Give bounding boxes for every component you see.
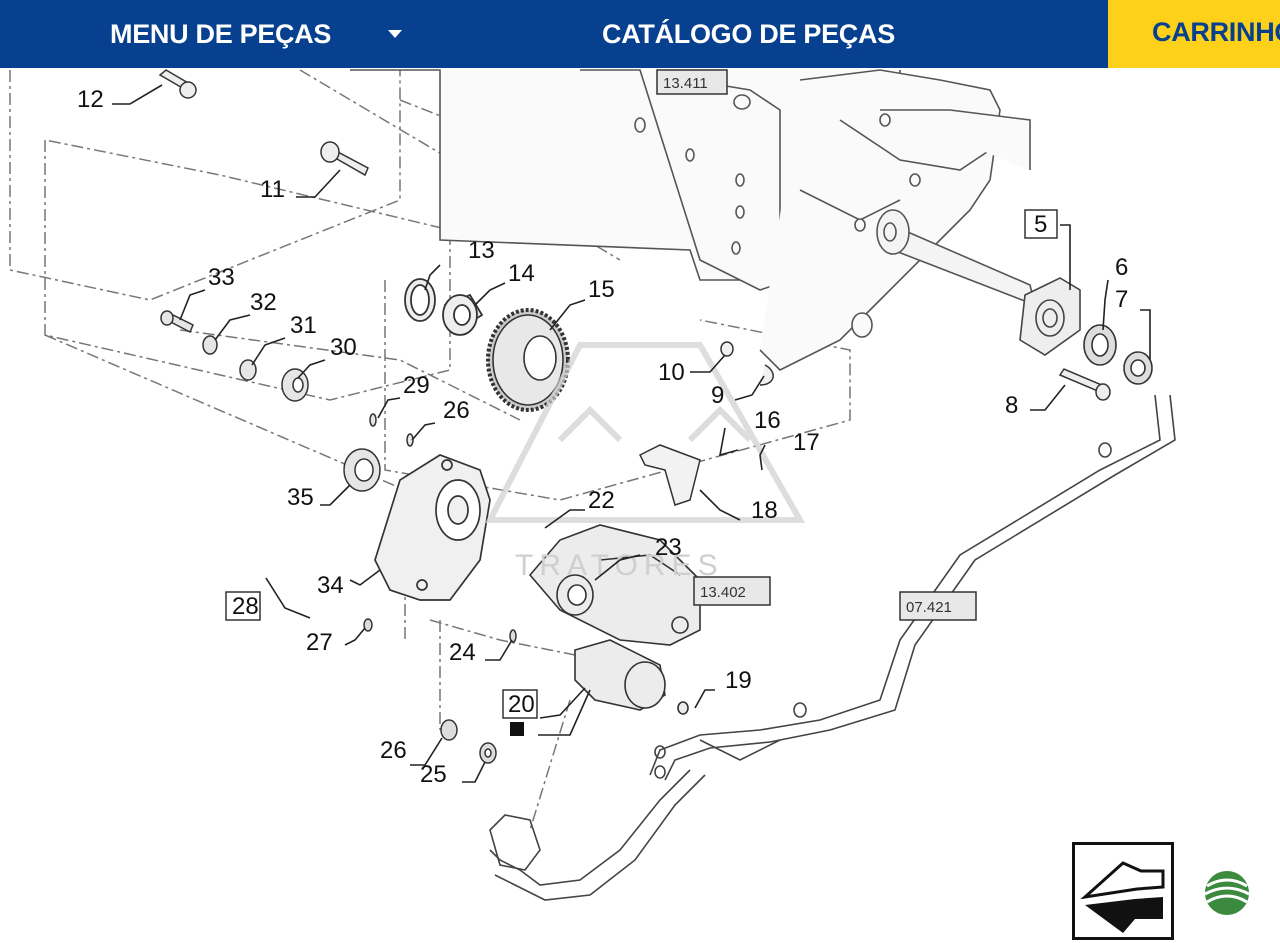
back-arrow-icon	[1080, 861, 1165, 933]
small-bolts	[158, 69, 369, 177]
part-number[interactable]: 15	[588, 276, 615, 303]
part-number[interactable]: 31	[290, 312, 317, 339]
part-number[interactable]: 25	[420, 761, 447, 788]
part-number[interactable]: 13	[468, 237, 495, 264]
part-number[interactable]: 26	[443, 397, 470, 424]
cart-button[interactable]: CARRINHO	[1108, 0, 1280, 68]
part-number[interactable]: 7	[1115, 286, 1128, 313]
part-number[interactable]: 35	[287, 484, 314, 511]
drive-shaft	[876, 209, 1037, 307]
bracket-part	[638, 341, 774, 506]
watermark-text: TRATORES	[515, 549, 724, 582]
watermark-logo	[485, 342, 806, 523]
part-number[interactable]: 24	[449, 639, 476, 666]
part-number[interactable]: 9	[711, 382, 724, 409]
part-number[interactable]: 34	[317, 572, 344, 599]
reference-box[interactable]: 07.421	[906, 599, 952, 616]
part-number[interactable]: 33	[208, 264, 235, 291]
parts-menu-button[interactable]: MENU DE PEÇAS	[110, 0, 420, 68]
reference-box[interactable]: 13.402	[700, 584, 746, 601]
reference-boxes: 13.411 13.402 07.421	[656, 69, 977, 621]
part-number[interactable]: 17	[793, 429, 820, 456]
ring-and-bushing	[404, 278, 484, 336]
parts-menu-label: MENU DE PEÇAS	[110, 18, 332, 49]
part-number[interactable]: 6	[1115, 254, 1128, 281]
bearing-parts	[1083, 324, 1153, 385]
part-number[interactable]: 30	[330, 334, 357, 361]
part-number[interactable]: 27	[306, 629, 333, 656]
part-number[interactable]: 29	[403, 372, 430, 399]
brand-logo-icon	[1200, 866, 1254, 920]
part-number[interactable]: 22	[588, 487, 615, 514]
hydraulic-tubing	[489, 394, 1176, 901]
part-number-boxed[interactable]: 28	[232, 593, 259, 620]
washers-and-bushings	[160, 310, 414, 492]
part-number[interactable]: 18	[751, 497, 778, 524]
part-number[interactable]: 32	[250, 289, 277, 316]
flange-part	[1019, 277, 1081, 356]
small-fasteners	[363, 618, 517, 764]
parts-catalog-label: CATÁLOGO DE PEÇAS	[602, 18, 895, 49]
part-number[interactable]: 14	[508, 260, 535, 287]
part-number[interactable]: 19	[725, 667, 752, 694]
top-navigation-bar: MENU DE PEÇAS CATÁLOGO DE PEÇAS CARRINHO	[0, 0, 1280, 68]
part-number[interactable]: 26	[380, 737, 407, 764]
part-number[interactable]: 16	[754, 407, 781, 434]
boxed-part-labels: 28 5 20	[225, 209, 1058, 736]
motor-part	[574, 639, 689, 715]
part-number[interactable]: 8	[1005, 392, 1018, 419]
chevron-down-icon	[388, 30, 402, 38]
cart-label: CARRINHO	[1152, 17, 1280, 47]
part-number[interactable]: 11	[260, 176, 285, 203]
part-number-boxed[interactable]: 20	[508, 691, 535, 718]
gear-part	[486, 308, 570, 412]
back-button[interactable]	[1072, 842, 1174, 940]
reference-box[interactable]: 13.411	[663, 75, 708, 92]
gear-housing	[374, 454, 491, 601]
part-number[interactable]: 10	[658, 359, 685, 386]
part-number-boxed[interactable]: 5	[1034, 211, 1047, 238]
leader-lines	[112, 84, 1151, 783]
part-number-labels: 12 11 13 14 15 33 32 31 30 29 26 35 34 2…	[77, 86, 1128, 788]
part-number[interactable]: 23	[655, 534, 682, 561]
exploded-parts-diagram: TRATORES 12 11	[9, 69, 1176, 901]
part-number[interactable]: 12	[77, 86, 104, 113]
bolt-part	[1058, 368, 1111, 401]
parts-catalog-link[interactable]: CATÁLOGO DE PEÇAS	[602, 0, 895, 68]
